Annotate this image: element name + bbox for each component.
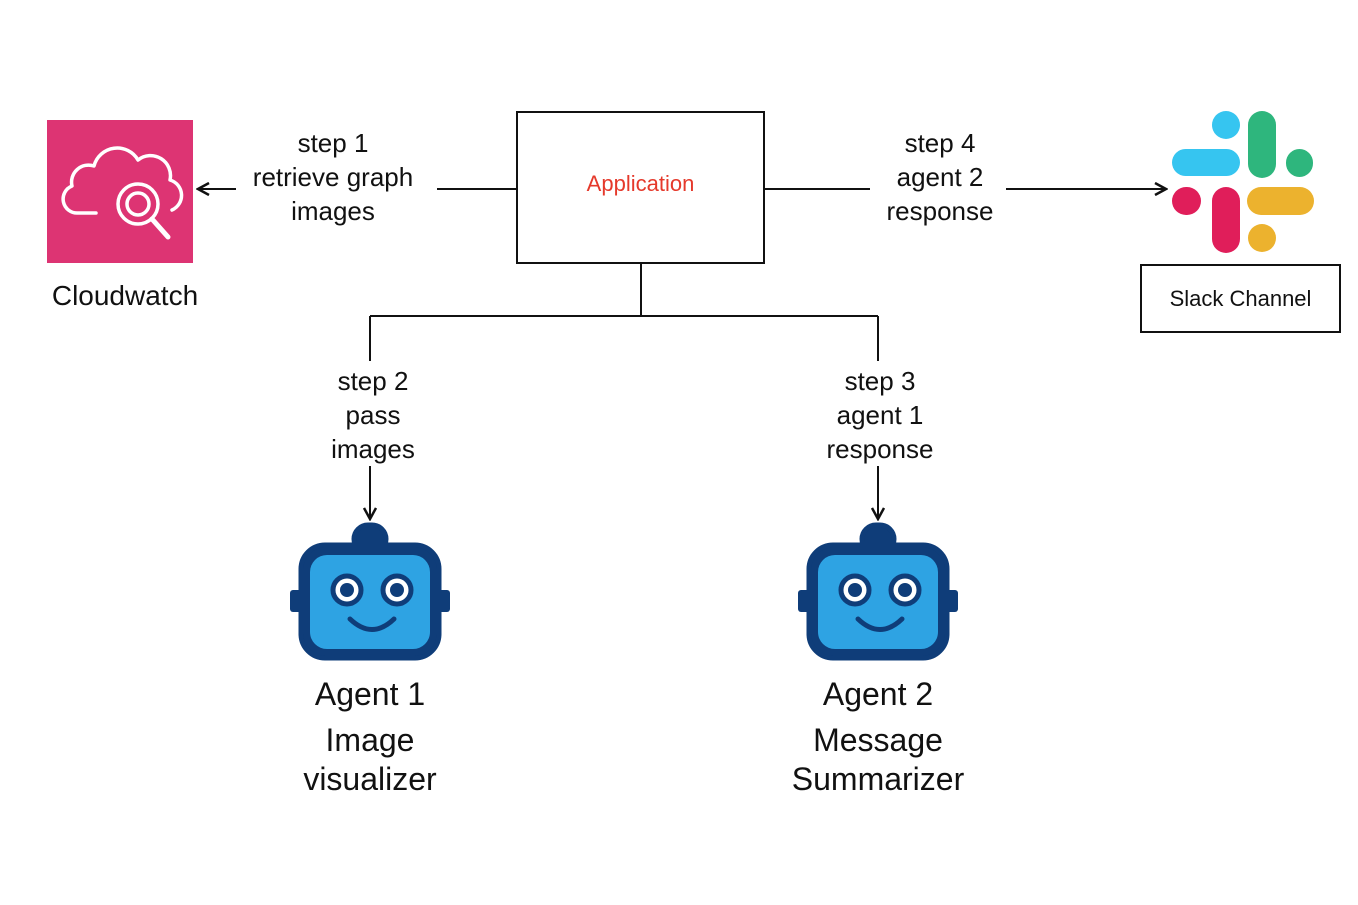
agent-label-2: Agent 2 Message Summarizer: [773, 675, 983, 799]
agent-role: Message: [813, 722, 943, 758]
step-label-4: step 4 agent 2 response: [870, 126, 1010, 228]
agent-role: Summarizer: [791, 761, 965, 797]
step-line: step 2: [337, 366, 409, 396]
agent-name: Agent 1: [314, 676, 426, 712]
step-line: step 4: [904, 128, 976, 158]
agent-label-1: Agent 1 Image visualizer: [270, 675, 470, 799]
slack-channel-box: Slack Channel: [1140, 264, 1341, 333]
step-line: images: [291, 196, 375, 226]
agent-role: Image: [325, 722, 415, 758]
step-line: pass: [345, 400, 401, 430]
agent-name: Agent 2: [822, 676, 934, 712]
step-label-2: step 2 pass images: [300, 364, 446, 466]
application-label: Application: [586, 171, 695, 196]
step-line: images: [331, 434, 415, 464]
step-label-3: step 3 agent 1 response: [805, 364, 955, 466]
step-label-1: step 1 retrieve graph images: [238, 126, 428, 228]
step-line: agent 1: [836, 400, 924, 430]
slack-logo-icon: [1172, 111, 1314, 253]
step-line: retrieve graph: [252, 162, 414, 192]
robot-icon: [290, 522, 450, 661]
step-line: response: [886, 196, 994, 226]
step-line: response: [826, 434, 934, 464]
slack-channel-label: Slack Channel: [1169, 286, 1312, 311]
agent-role: visualizer: [303, 761, 437, 797]
step-line: agent 2: [896, 162, 984, 192]
cloudwatch-label: Cloudwatch: [51, 280, 199, 311]
application-box: Application: [516, 111, 765, 264]
cloudwatch-icon: [47, 120, 193, 263]
step-line: step 3: [844, 366, 916, 396]
robot-icon: [798, 522, 958, 661]
step-line: step 1: [297, 128, 369, 158]
